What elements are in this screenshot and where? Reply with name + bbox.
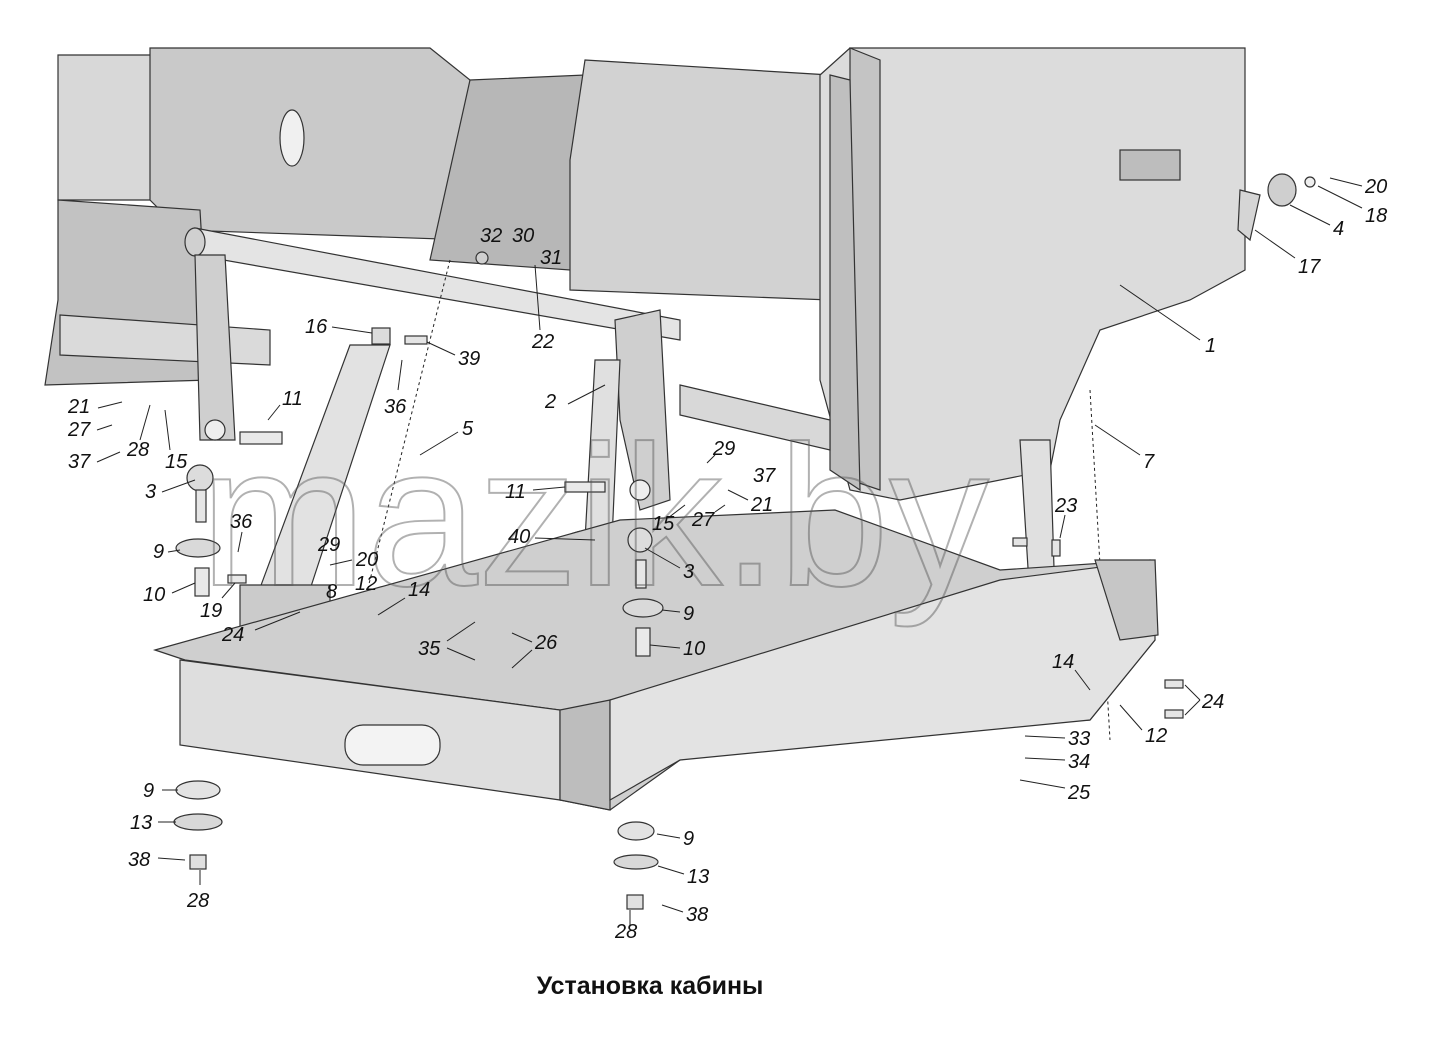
callout-23: 23 <box>1054 495 1077 517</box>
callout-37-b: 37 <box>753 465 776 487</box>
callout-28: 28 <box>126 439 149 461</box>
callout-26: 26 <box>534 632 558 654</box>
callout-12-b: 12 <box>1145 725 1167 747</box>
callout-10: 10 <box>143 584 165 606</box>
watermark: mazik.by <box>200 405 989 628</box>
callout-11: 11 <box>282 388 303 410</box>
callout-8: 8 <box>326 581 337 603</box>
callout-5: 5 <box>462 418 474 440</box>
callout-35: 35 <box>418 638 441 660</box>
callout-12: 12 <box>355 573 377 595</box>
callout-39: 39 <box>458 348 480 370</box>
callout-28-c: 28 <box>614 921 637 943</box>
cab-body <box>44 47 1246 501</box>
callout-29: 29 <box>317 534 340 556</box>
callout-40: 40 <box>508 526 530 548</box>
callout-2: 2 <box>544 391 556 413</box>
callout-15-b: 15 <box>652 513 675 535</box>
callout-25: 25 <box>1067 782 1091 804</box>
callout-13-b: 13 <box>687 866 709 888</box>
callout-9-b: 9 <box>683 603 694 625</box>
callout-7: 7 <box>1143 451 1155 473</box>
callout-18: 18 <box>1365 205 1387 227</box>
callout-1: 1 <box>1205 335 1216 357</box>
callout-9-c: 9 <box>143 780 154 802</box>
callout-14-b: 14 <box>1052 651 1074 673</box>
callout-22: 22 <box>531 331 554 353</box>
callout-14: 14 <box>408 579 430 601</box>
callout-17: 17 <box>1298 256 1321 278</box>
callout-33: 33 <box>1068 728 1090 750</box>
callout-36: 36 <box>384 396 407 418</box>
callout-36-b: 36 <box>230 511 253 533</box>
callout-31: 31 <box>540 247 562 269</box>
callout-28-b: 28 <box>186 890 209 912</box>
callout-9-d: 9 <box>683 828 694 850</box>
callout-38-b: 38 <box>686 904 708 926</box>
callout-15: 15 <box>165 451 188 473</box>
callout-27-b: 27 <box>691 509 715 531</box>
callout-29-b: 29 <box>712 438 735 460</box>
diagram-caption: Установка кабины <box>536 972 764 1000</box>
callout-21-b: 21 <box>750 494 773 516</box>
callout-21: 21 <box>67 396 90 418</box>
callout-10-b: 10 <box>683 638 705 660</box>
callout-27: 27 <box>67 419 91 441</box>
hinge-brackets <box>194 254 671 511</box>
callout-24: 24 <box>221 624 244 646</box>
frame-crossmember <box>152 509 1159 811</box>
callout-3-b: 3 <box>683 561 694 583</box>
callout-38: 38 <box>128 849 150 871</box>
fasteners <box>173 173 1316 910</box>
callout-32: 32 <box>480 225 502 247</box>
callout-3: 3 <box>145 481 156 503</box>
callout-24-b: 24 <box>1201 691 1224 713</box>
callout-37: 37 <box>68 451 91 473</box>
callout-20: 20 <box>1364 176 1387 198</box>
callout-9: 9 <box>153 541 164 563</box>
callouts: 1 20 18 4 17 32 30 31 22 16 39 36 2 5 7 … <box>67 176 1387 943</box>
callout-30: 30 <box>512 225 534 247</box>
callout-19: 19 <box>200 600 222 622</box>
callout-20-b: 20 <box>355 549 378 571</box>
callout-13: 13 <box>130 812 152 834</box>
callout-4: 4 <box>1333 218 1344 240</box>
callout-34: 34 <box>1068 751 1090 773</box>
callout-16: 16 <box>305 316 328 338</box>
callout-11-b: 11 <box>505 481 526 503</box>
